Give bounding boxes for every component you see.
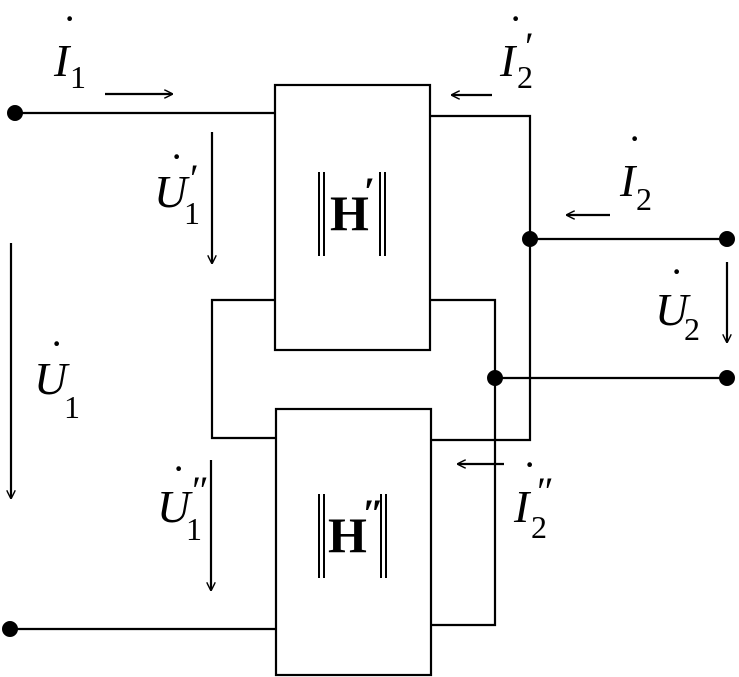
wires: [10, 111, 727, 631]
svg-text:″: ″: [537, 469, 554, 514]
svg-text:1: 1: [186, 511, 202, 547]
label-i2-bottom: · I ″ 2: [513, 442, 554, 545]
node-inner-bus: [487, 370, 503, 386]
svg-text:″: ″: [192, 468, 209, 513]
phasor-dot: ·: [170, 134, 183, 179]
svg-text:1: 1: [70, 59, 86, 95]
block-bottom-symbol: H: [328, 507, 367, 563]
svg-text:′: ′: [190, 156, 199, 201]
label-i1: · I 1: [53, 0, 86, 95]
terminal-input-bottom: [2, 621, 18, 637]
svg-text:2: 2: [531, 509, 547, 545]
terminal-input-top: [7, 105, 23, 121]
label-u1-bottom: · U ″ 1: [157, 446, 209, 547]
svg-text:I: I: [513, 481, 532, 532]
svg-text:2: 2: [517, 59, 533, 95]
svg-text:2: 2: [636, 181, 652, 217]
block-bottom-prime: ″: [362, 491, 384, 536]
label-u1-top: · U ′ 1: [154, 134, 200, 231]
svg-text:I: I: [619, 155, 638, 206]
phasor-dot: ·: [509, 0, 522, 41]
block-bottom-label: H ″: [318, 491, 387, 578]
svg-text:U: U: [154, 166, 190, 217]
svg-text:1: 1: [184, 195, 200, 231]
phasor-dot: ·: [172, 446, 185, 491]
block-bottom: [274, 407, 433, 677]
phasor-dot: ·: [670, 249, 683, 294]
label-i2-top: · I ′ 2: [499, 0, 534, 95]
terminal-output-top: [719, 231, 735, 247]
phasor-dot: ·: [63, 0, 76, 41]
block-top-label: H ′: [318, 169, 386, 256]
block-top-prime: ′: [364, 169, 375, 214]
svg-text:I: I: [499, 35, 518, 86]
svg-text:2: 2: [684, 311, 700, 347]
phasor-dot: ·: [628, 116, 641, 161]
svg-text:1: 1: [64, 389, 80, 425]
label-u1: · U 1: [34, 321, 80, 425]
svg-text:I: I: [53, 35, 72, 86]
label-u2: · U 2: [655, 249, 700, 347]
svg-text:U: U: [157, 481, 193, 532]
svg-text:U: U: [34, 353, 70, 404]
label-i2: · I 2: [619, 116, 652, 217]
node-right-bus: [522, 231, 538, 247]
svg-text:′: ′: [525, 24, 534, 69]
terminal-output-bottom: [719, 370, 735, 386]
block-top: [273, 83, 432, 352]
phasor-dot: ·: [50, 321, 63, 366]
block-top-symbol: H: [330, 185, 369, 241]
phasor-dot: ·: [523, 442, 536, 487]
svg-text:U: U: [655, 284, 691, 335]
